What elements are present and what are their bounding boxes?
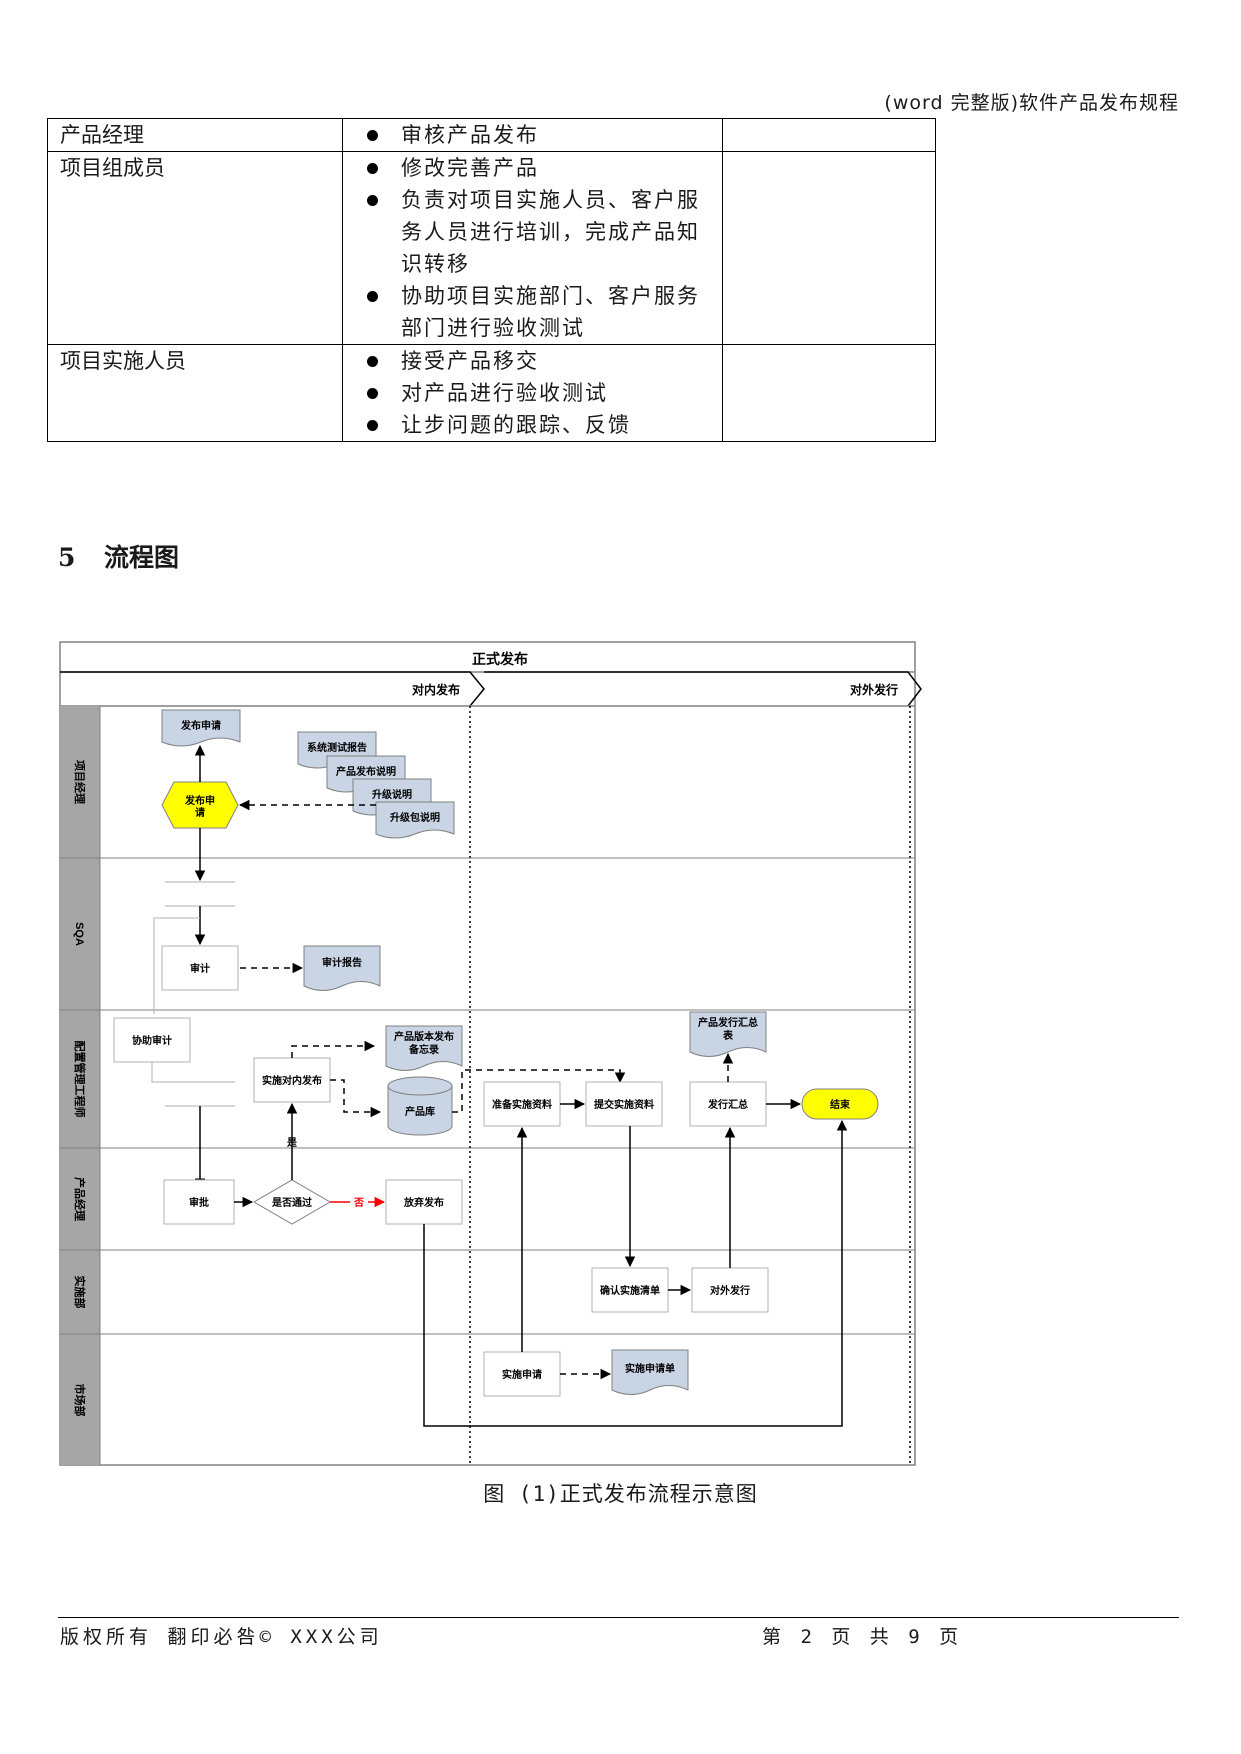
- doc-memo-line: 产品版本发布: [394, 1030, 454, 1043]
- confirm-box: [591, 1267, 669, 1313]
- doc-apply: 发布申请: [180, 719, 221, 732]
- duty-item: 接受产品移交: [355, 345, 714, 377]
- roles-table: 产品经理 审核产品发布 项目组成员 修改完善产品 负责对项目实施人员、客户服务人…: [47, 118, 936, 442]
- lane-label: SQA: [73, 922, 85, 946]
- approve-label: 审批: [189, 1196, 209, 1209]
- doc-summary-line: 表: [722, 1029, 734, 1042]
- footer-page-number: 第 2 页 共 9 页: [762, 1626, 963, 1648]
- table-row: 项目组成员 修改完善产品 负责对项目实施人员、客户服务人员进行培训，完成产品知识…: [47, 151, 936, 345]
- external-box: [691, 1267, 769, 1313]
- summary-box: [689, 1081, 767, 1127]
- role-cell: 产品经理: [47, 118, 343, 152]
- duty-item: 对产品进行验收测试: [355, 377, 714, 409]
- yes-label: 是: [286, 1137, 297, 1149]
- hex-apply-line: 请: [195, 806, 205, 819]
- empty-cell: [722, 151, 936, 345]
- duties-cell: 审核产品发布: [342, 118, 723, 152]
- section-title: 流程图: [104, 543, 180, 572]
- footer-rule: [58, 1617, 1179, 1618]
- flowchart-title: 正式发布: [472, 651, 528, 667]
- audit-label: 审计: [190, 962, 210, 975]
- impl-apply-box: [483, 1351, 561, 1397]
- doc-shape: [161, 709, 241, 747]
- role-cell: 项目实施人员: [47, 344, 343, 442]
- no-label: 否: [353, 1197, 364, 1209]
- approve-box: [163, 1179, 235, 1225]
- doc-impl-list-shape: [611, 1349, 689, 1395]
- doc-audit: 审计报告: [322, 956, 362, 969]
- hex-apply: [161, 781, 239, 829]
- doc-upgrade-pkg: 升级包说明: [390, 811, 440, 824]
- lane-label: 配置管理工程师: [73, 1041, 87, 1118]
- section-heading: 5 流程图: [58, 538, 179, 574]
- figure-caption: 图 (1)正式发布流程示意图: [483, 1482, 758, 1506]
- table-row: 项目实施人员 接受产品移交 对产品进行验收测试 让步问题的跟踪、反馈: [47, 344, 936, 442]
- confirm-label: 确认实施清单: [600, 1284, 660, 1297]
- product-lib-label: 产品库: [405, 1105, 435, 1118]
- doc-impl-list: 实施申请单: [625, 1362, 675, 1375]
- abandon-box: [385, 1179, 463, 1225]
- submit-label: 提交实施资料: [594, 1098, 654, 1111]
- table-row: 产品经理 审核产品发布: [47, 118, 936, 152]
- doc-memo-shape: [385, 1025, 463, 1071]
- footer-copyright: 版权所有 翻印必咎© XXX公司: [60, 1626, 383, 1648]
- phase-arrow-external: [484, 671, 922, 707]
- doc-sys-test: 系统测试报告: [307, 741, 367, 754]
- duty-item: 让步问题的跟踪、反馈: [355, 409, 714, 441]
- submit-box: [585, 1081, 663, 1127]
- section-number: 5: [58, 543, 76, 572]
- doc-memo: 产品版本发布备忘录: [394, 1030, 454, 1056]
- decision-label: 是否通过: [271, 1196, 312, 1209]
- impl-apply-label: 实施申请: [502, 1368, 542, 1381]
- abandon-label: 放弃发布: [403, 1196, 444, 1209]
- empty-cell: [722, 344, 936, 442]
- hex-apply-label: 发布申请: [184, 794, 215, 819]
- phase-label-external: 对外发行: [850, 682, 898, 697]
- internal-release-box: [253, 1057, 331, 1103]
- assist-audit-label: 协助审计: [132, 1034, 172, 1047]
- assist-audit-box: [113, 1017, 191, 1063]
- doc-audit-shape: [303, 945, 381, 991]
- hex-apply-line: 发布申: [184, 794, 215, 807]
- lane-label: 实施部: [73, 1276, 87, 1309]
- prepare-label: 准备实施资料: [492, 1098, 552, 1111]
- doc-summary: 产品发行汇总表: [698, 1016, 758, 1042]
- lane-label-column: [60, 706, 100, 1465]
- audit-box: [161, 945, 239, 991]
- duty-item: 协助项目实施部门、客户服务部门进行验收测试: [355, 280, 714, 344]
- summary-label: 发行汇总: [707, 1098, 748, 1111]
- doc-upgrade: 升级说明: [372, 788, 412, 801]
- doc-summary-shape: [689, 1011, 767, 1057]
- lane-label: 市场部: [73, 1384, 87, 1417]
- duties-cell: 接受产品移交 对产品进行验收测试 让步问题的跟踪、反馈: [342, 344, 723, 442]
- decision-diamond: [253, 1179, 331, 1225]
- role-cell: 项目组成员: [47, 151, 343, 345]
- duty-item: 负责对项目实施人员、客户服务人员进行培训，完成产品知识转移: [355, 184, 714, 280]
- external-label: 对外发行: [710, 1284, 750, 1297]
- doc-memo-line: 备忘录: [408, 1043, 439, 1056]
- end-label: 结束: [830, 1098, 851, 1111]
- lane-label: 项目经理: [73, 760, 87, 804]
- running-header: (word 完整版)软件产品发布规程: [884, 92, 1179, 114]
- doc-summary-line: 产品发行汇总: [698, 1016, 758, 1029]
- prepare-box: [483, 1081, 561, 1127]
- phase-arrow-internal: [60, 671, 485, 707]
- flowchart-frame: [59, 641, 916, 1466]
- duty-item: 审核产品发布: [355, 119, 714, 151]
- internal-release-label: 实施对内发布: [262, 1074, 322, 1087]
- duties-cell: 修改完善产品 负责对项目实施人员、客户服务人员进行培训，完成产品知识转移 协助项…: [342, 151, 723, 345]
- duty-item: 修改完善产品: [355, 152, 714, 184]
- empty-cell: [722, 118, 936, 152]
- end-terminal: [801, 1088, 879, 1120]
- product-lib-cylinder: [387, 1076, 453, 1136]
- lane-label: 产品经理: [73, 1177, 87, 1221]
- doc-release-note: 产品发布说明: [336, 765, 396, 778]
- phase-label-internal: 对内发布: [412, 682, 460, 697]
